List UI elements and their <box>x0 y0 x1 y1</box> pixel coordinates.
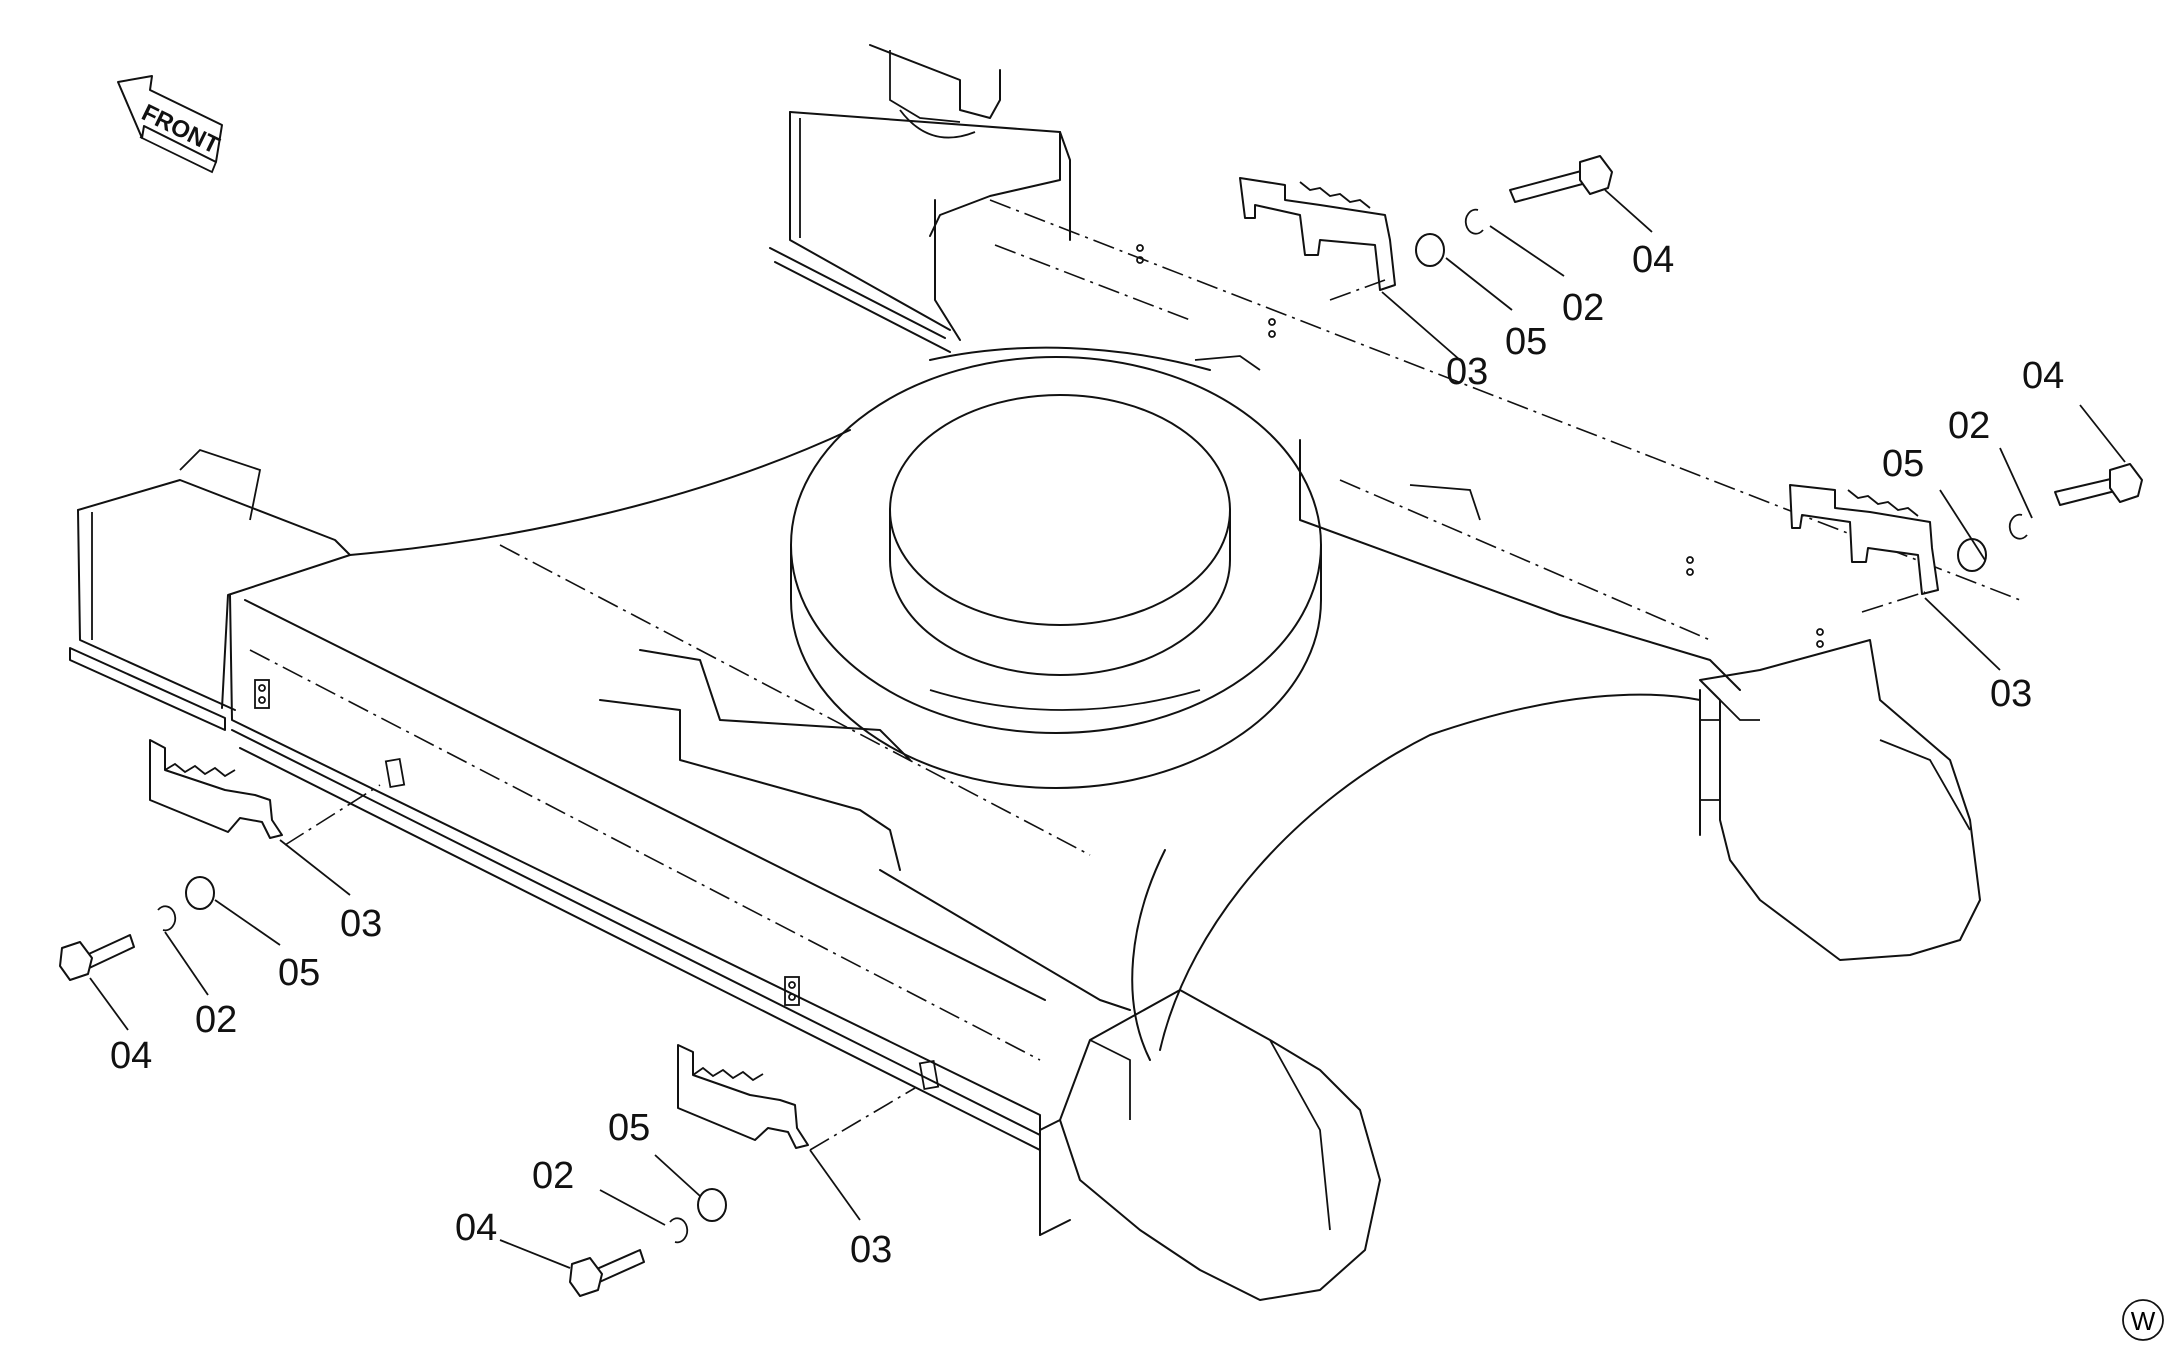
callout-ur-03: 03 <box>1446 351 1488 393</box>
guard-plate-03 <box>677 1044 809 1149</box>
callout-r-04: 04 <box>2022 355 2064 397</box>
bolt-04 <box>1509 169 1591 203</box>
callout-ur-05: 05 <box>1505 321 1547 363</box>
guard-plate-03 <box>149 739 283 839</box>
guard-plate-03 <box>1789 484 1939 595</box>
callout-r-05: 05 <box>1882 443 1924 485</box>
callout-l-04: 04 <box>110 1035 152 1077</box>
part-group-bottom <box>499 1044 940 1297</box>
callout-r-02: 02 <box>1948 405 1990 447</box>
callout-ur-02: 02 <box>1562 287 1604 329</box>
part-group-left <box>59 739 406 1031</box>
callout-b-02: 02 <box>532 1155 574 1197</box>
washer-05 <box>1415 233 1445 267</box>
lockwasher-02 <box>669 1217 689 1244</box>
part-group-upper-right <box>1239 155 1653 361</box>
guard-plate-03 <box>1239 177 1396 291</box>
washer-05 <box>697 1188 727 1222</box>
lockwasher-02 <box>1464 208 1484 235</box>
callout-l-05: 05 <box>278 952 320 994</box>
part-group-right <box>1789 404 2143 671</box>
callout-b-05: 05 <box>608 1107 650 1149</box>
callout-r-03: 03 <box>1990 673 2032 715</box>
callout-l-03: 03 <box>340 903 382 945</box>
washer-05 <box>185 876 215 910</box>
callout-b-03: 03 <box>850 1229 892 1271</box>
front-label: FRONT <box>137 99 223 160</box>
front-arrow-icon: FRONT <box>117 75 224 174</box>
callout-ur-04: 04 <box>1632 239 1674 281</box>
lockwasher-02 <box>2008 513 2028 540</box>
corner-mark-label: W <box>2131 1306 2156 1336</box>
corner-mark: W <box>2122 1299 2164 1341</box>
callout-b-04: 04 <box>455 1207 497 1249</box>
lockwasher-02 <box>157 905 177 932</box>
callout-l-02: 02 <box>195 999 237 1041</box>
track-frame <box>69 44 2021 1301</box>
